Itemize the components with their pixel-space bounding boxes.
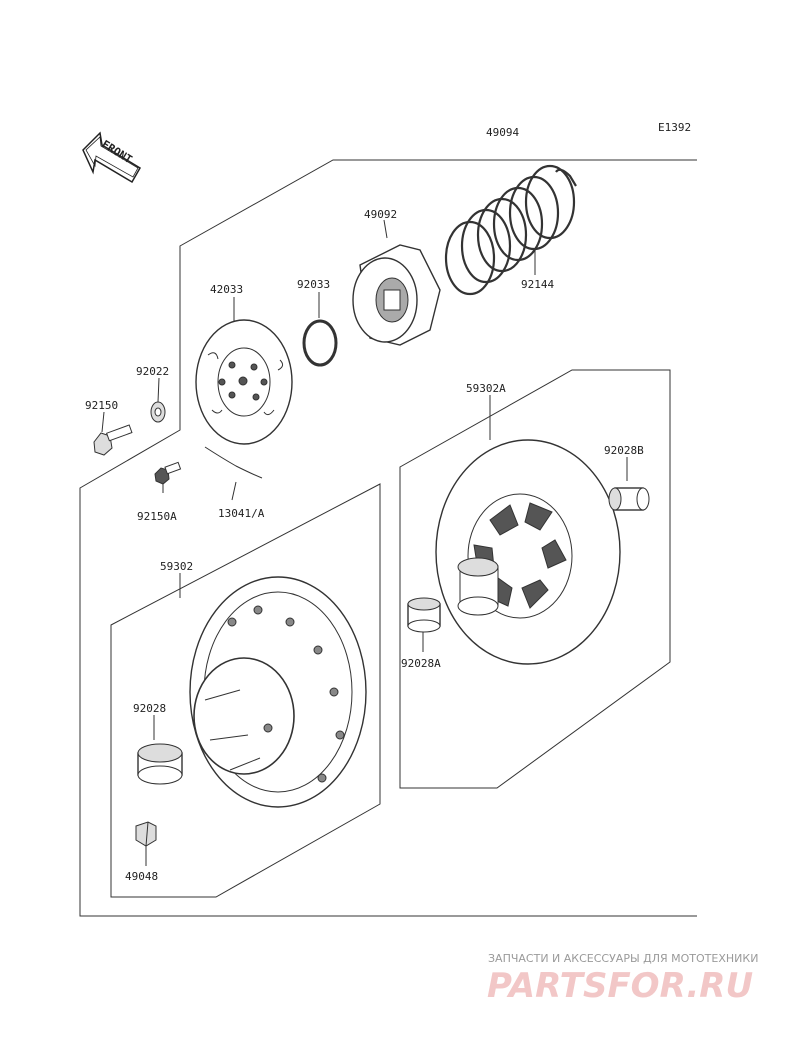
- bushing-92028b: [608, 487, 650, 511]
- label-42033: 42033: [210, 283, 243, 296]
- washer-92022: [150, 401, 166, 423]
- outer-frame: [79, 159, 697, 917]
- label-49094: 49094: [486, 126, 519, 139]
- plate-42033: [195, 319, 293, 445]
- front-arrow-icon: FRONT: [82, 131, 142, 184]
- snap-ring-92033: [302, 319, 338, 367]
- bolt-92150a: [154, 461, 182, 485]
- bushing-92028: [137, 743, 183, 785]
- wire-13041a: [204, 446, 263, 479]
- weight-49048: [135, 821, 157, 847]
- label-59302: 59302: [160, 560, 193, 573]
- label-92033: 92033: [297, 278, 330, 291]
- watermark-logo: PARTSFOR.RU: [487, 966, 753, 1006]
- label-92028: 92028: [133, 702, 166, 715]
- label-92150a: 92150A: [137, 510, 177, 523]
- label-49048: 49048: [125, 870, 158, 883]
- watermark-caption: ЗАПЧАСТИ И АКСЕССУАРЫ ДЛЯ МОТОТЕХНИКИ: [488, 952, 758, 965]
- label-92028b: 92028B: [604, 444, 644, 457]
- label-92150: 92150: [85, 399, 118, 412]
- bolt-92150: [93, 424, 133, 456]
- label-59302a: 59302A: [466, 382, 506, 395]
- label-13041a: 13041/A: [218, 507, 265, 520]
- spring-92144: [444, 164, 577, 296]
- box-59302a: [399, 369, 671, 789]
- bushing-92028a: [407, 597, 441, 633]
- label-92144: 92144: [521, 278, 554, 291]
- label-49092: 49092: [364, 208, 397, 221]
- label-92028a: 92028A: [401, 657, 441, 670]
- label-92022: 92022: [136, 365, 169, 378]
- box-59302: [110, 483, 381, 898]
- leader-lines: [101, 219, 628, 866]
- sheave-59302a: [435, 439, 621, 665]
- sheave-59302: [189, 576, 367, 808]
- diagram-code: E1392: [658, 121, 691, 134]
- cam-49092: [352, 244, 441, 346]
